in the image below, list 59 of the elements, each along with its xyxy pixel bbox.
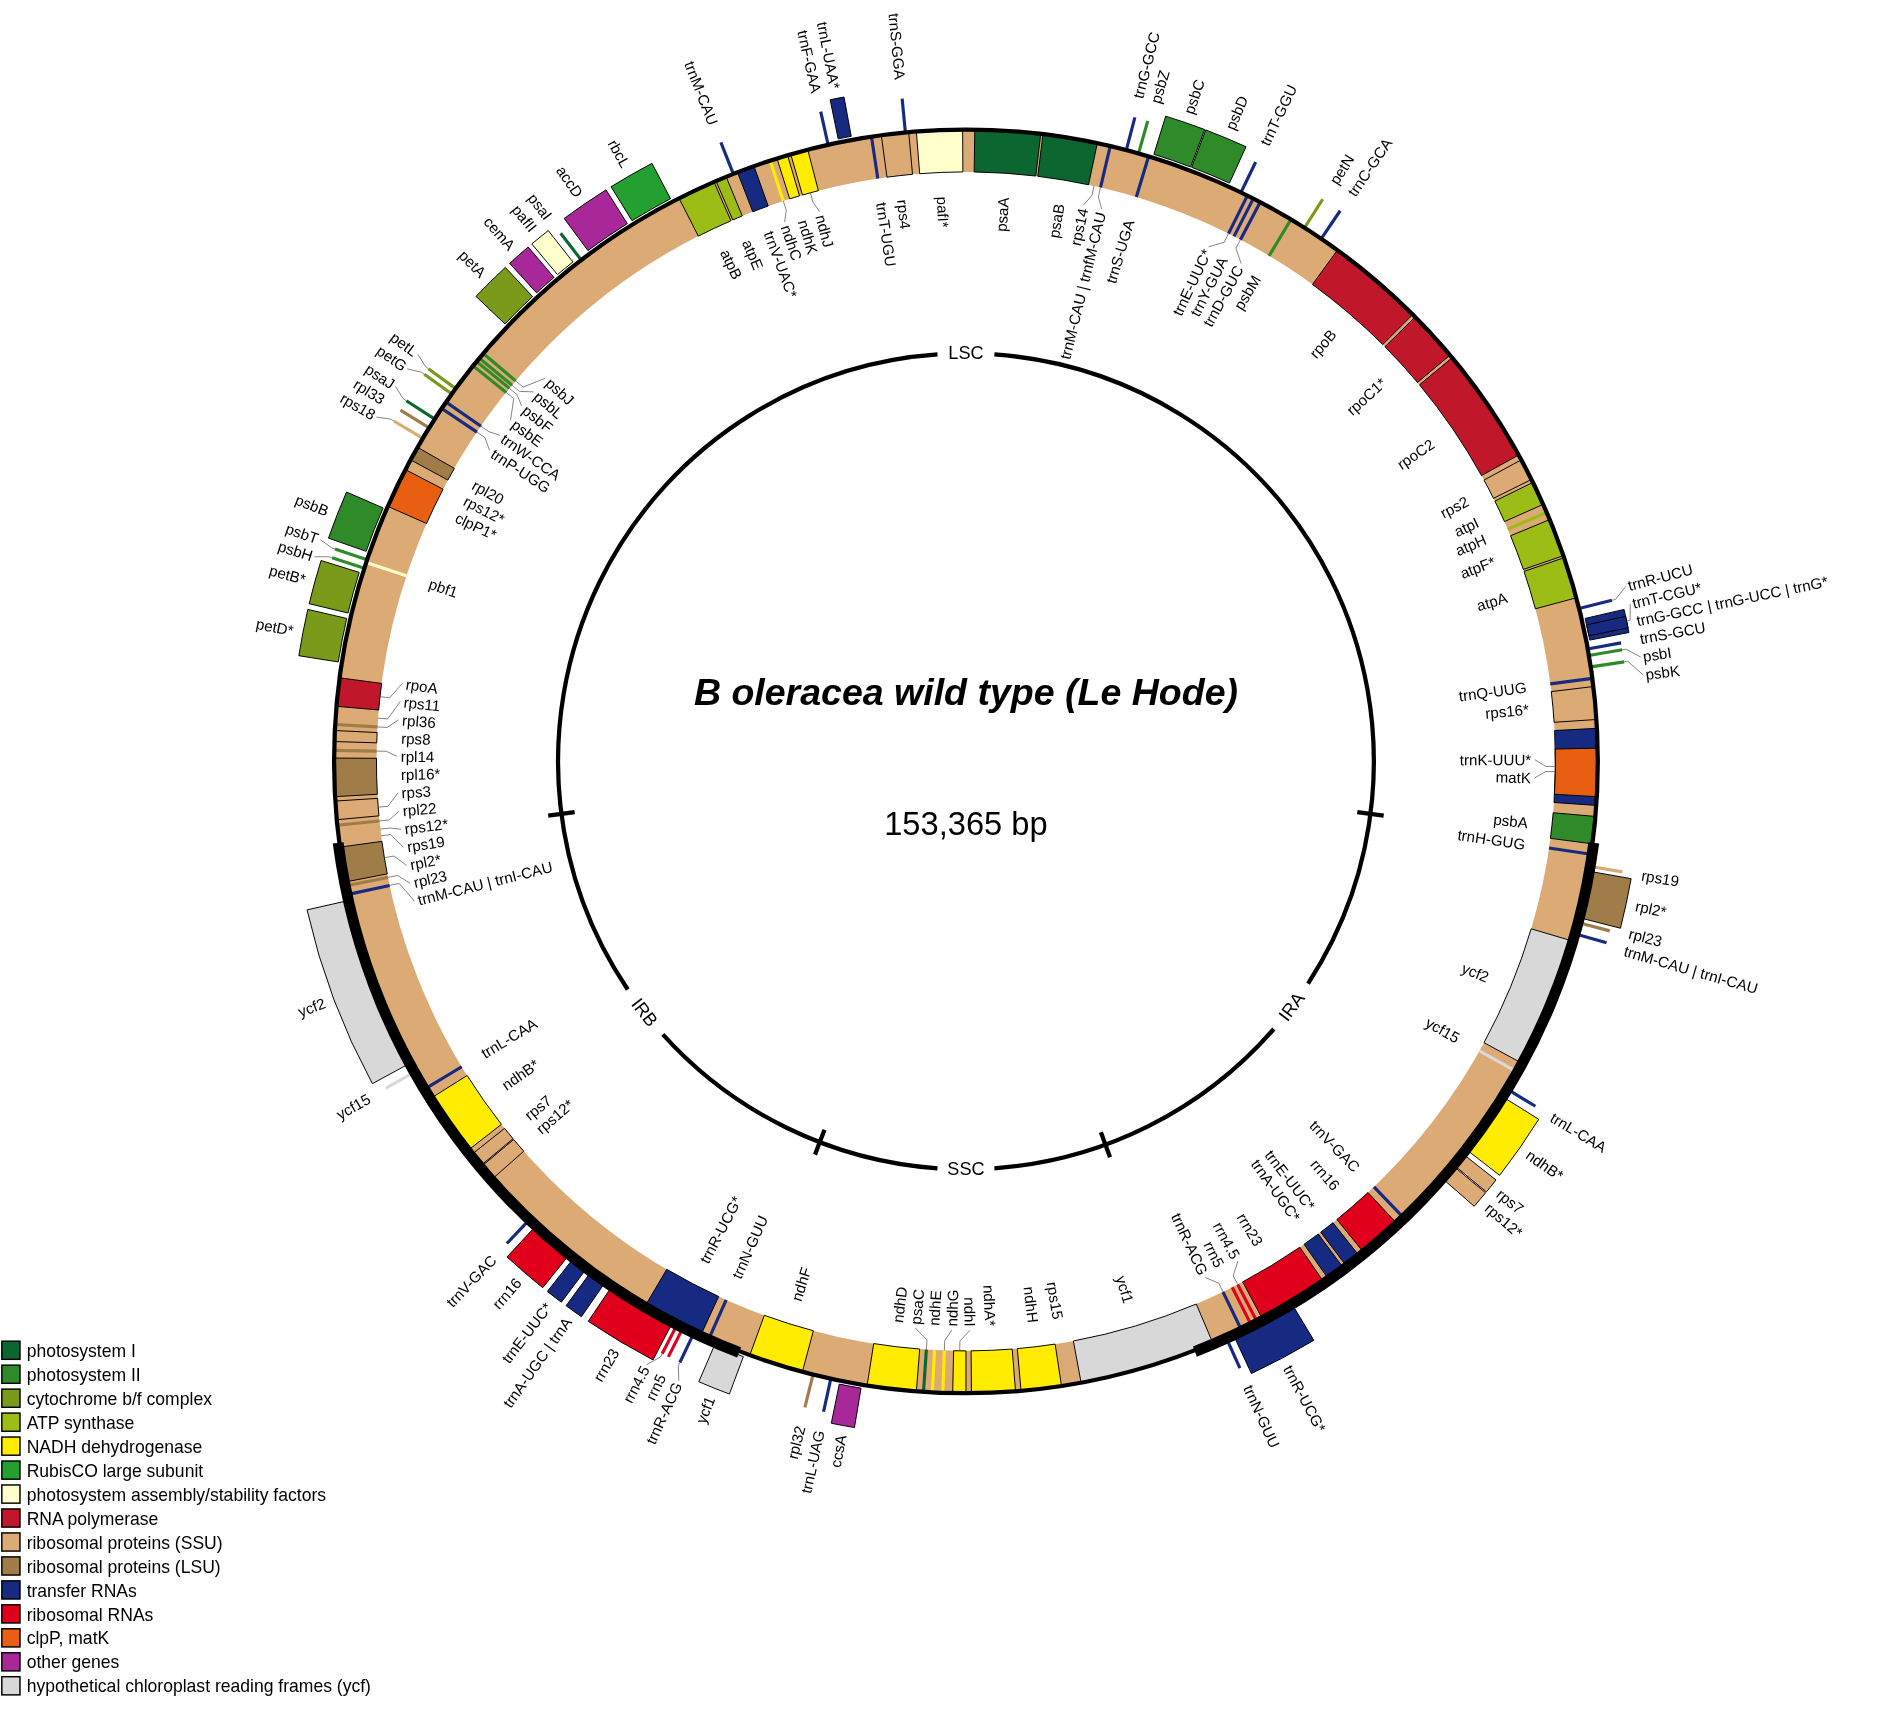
legend-label: transfer RNAs bbox=[26, 1580, 137, 1601]
gene-label: petD* bbox=[254, 615, 296, 639]
gene-label: pbf1 bbox=[426, 575, 461, 601]
region-label: LSC bbox=[948, 343, 984, 364]
gene-label: psbC bbox=[1180, 77, 1208, 117]
gene-label: ndhI bbox=[961, 1297, 979, 1327]
gene-label: ndhE bbox=[925, 1290, 945, 1327]
gene-label: psbB bbox=[292, 490, 332, 520]
gene-label: pafI* bbox=[933, 196, 953, 229]
gene-label: rps15 bbox=[1043, 1280, 1067, 1321]
gene-label: trnS-GGA bbox=[885, 12, 909, 81]
legend-label: clpP, matK bbox=[26, 1628, 110, 1649]
gene-label: ndhA* bbox=[980, 1284, 1000, 1327]
legend-label: ribosomal proteins (LSU) bbox=[26, 1556, 221, 1577]
gene-label: psbA bbox=[1492, 810, 1529, 832]
legend-label: photosystem I bbox=[26, 1340, 136, 1361]
legend-label: photosystem II bbox=[26, 1364, 141, 1385]
gene-label: rpl16* bbox=[400, 765, 441, 784]
legend-label: ATP synthase bbox=[26, 1412, 135, 1433]
gene-label: rpl14 bbox=[400, 747, 435, 766]
gene-label: psbD bbox=[1221, 93, 1252, 133]
gene-label: trnK-UUU* bbox=[1459, 751, 1532, 769]
gene-label: ycf1 bbox=[1112, 1273, 1137, 1306]
legend-label: other genes bbox=[26, 1652, 120, 1673]
genome-title: B oleracea wild type (Le Hode) bbox=[693, 671, 1238, 714]
gene-label: rps4 bbox=[894, 198, 915, 230]
genome-size-label: 153,365 bp bbox=[884, 804, 1048, 842]
gene-label: psaA bbox=[992, 196, 1012, 233]
legend-label: photosystem assembly/stability factors bbox=[26, 1484, 327, 1505]
gene-label: ycf2 bbox=[295, 994, 328, 1021]
gene-label: ccsA bbox=[826, 1433, 850, 1469]
gene-label: ycf15 bbox=[1422, 1013, 1463, 1047]
gene-label: psaB bbox=[1045, 202, 1068, 240]
gene-label: ndhG bbox=[943, 1289, 962, 1327]
region-label: IRA bbox=[1274, 988, 1309, 1025]
legend-label: cytochrome b/f complex bbox=[26, 1388, 212, 1409]
gene-label: rps2 bbox=[1437, 492, 1472, 522]
gene-label: rps8 bbox=[400, 729, 431, 748]
legend-label: hypothetical chloroplast reading frames (ycf) bbox=[26, 1676, 371, 1697]
gene-label: petB* bbox=[267, 561, 308, 588]
region-label: IRB bbox=[627, 994, 662, 1031]
gene-label: ycf1 bbox=[692, 1393, 719, 1426]
legend-label: RNA polymerase bbox=[26, 1508, 159, 1529]
gene-label: rps19 bbox=[1640, 866, 1681, 890]
region-label: SSC bbox=[947, 1159, 985, 1180]
legend-label: NADH dehydrogenase bbox=[26, 1436, 203, 1457]
legend-label: ribosomal RNAs bbox=[26, 1604, 154, 1625]
gene-label: ndhF bbox=[787, 1265, 815, 1304]
legend-label: RubisCO large subunit bbox=[26, 1460, 204, 1481]
gene-label: ycf2 bbox=[1459, 959, 1492, 986]
gene-label: psbI bbox=[1641, 643, 1673, 665]
gene-label: atpA bbox=[1474, 588, 1510, 615]
gene-label: matK bbox=[1495, 768, 1532, 787]
gene-label: ndhB* bbox=[1523, 1146, 1567, 1184]
gene-label: rbcL bbox=[604, 136, 634, 171]
legend-label: ribosomal proteins (SSU) bbox=[26, 1532, 223, 1553]
gene-label: ndhH bbox=[1020, 1285, 1042, 1324]
gene-label: rpl2* bbox=[1633, 897, 1668, 921]
gene-label: rps3 bbox=[401, 782, 432, 802]
